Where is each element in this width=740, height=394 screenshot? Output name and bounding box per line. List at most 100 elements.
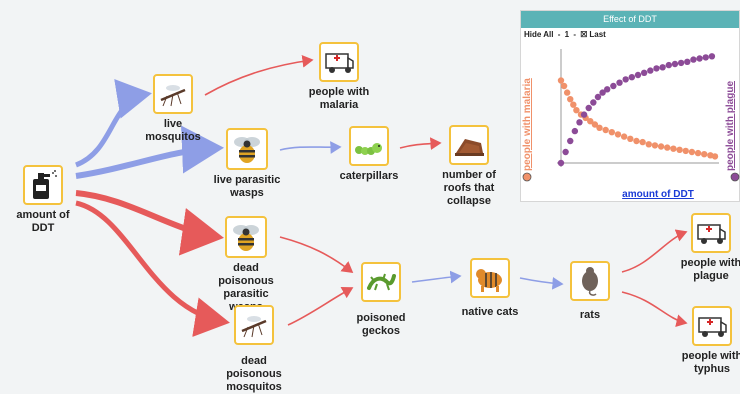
- node-dead-poisonous-mosquitos[interactable]: dead poisonous mosquitos: [222, 305, 286, 394]
- wasp-icon: [225, 216, 267, 258]
- data-point-malaria: [620, 133, 628, 140]
- arrow-wasps-to-caterpillars[interactable]: [279, 141, 342, 154]
- caterpillar-icon: [349, 126, 389, 166]
- node-poisoned-geckos[interactable]: poisoned geckos: [350, 262, 412, 338]
- data-point-malaria: [645, 141, 652, 148]
- ddt-spray-icon: [23, 165, 63, 205]
- data-point-malaria: [560, 82, 568, 90]
- y-axis-label-right[interactable]: people with plague: [725, 81, 736, 171]
- x-axis-label[interactable]: amount of DDT: [622, 189, 694, 200]
- data-point-malaria: [587, 118, 594, 125]
- gecko-icon: [361, 262, 401, 302]
- data-point-plague: [671, 60, 679, 68]
- node-people-with-malaria[interactable]: people with malaria: [303, 42, 375, 112]
- data-point-malaria: [570, 101, 577, 108]
- data-point-plague: [590, 99, 597, 106]
- node-native-cats[interactable]: native cats: [458, 258, 522, 319]
- data-point-malaria: [694, 149, 702, 157]
- node-people-with-plague[interactable]: people with plague: [676, 213, 740, 283]
- data-point-malaria: [651, 142, 659, 149]
- data-point-plague: [665, 61, 672, 69]
- hide-all-button[interactable]: Hide All: [524, 30, 554, 39]
- mosquito-icon: [153, 74, 193, 114]
- arrow-ddt-to-live-wasps[interactable]: [75, 125, 224, 179]
- node-label: people with plague: [680, 257, 740, 282]
- tiger-cat-icon: [470, 258, 510, 298]
- arrow-ddt-to-dead-wasps[interactable]: [75, 190, 224, 256]
- data-point-plague: [562, 148, 569, 156]
- arrows-layer: [74, 54, 688, 337]
- arrow-mosquitos-to-malaria[interactable]: [204, 54, 314, 96]
- collapsed-roof-icon: [449, 125, 489, 165]
- arrow-geckos-to-cats[interactable]: [411, 270, 462, 284]
- node-people-with-typhus[interactable]: people with typhus: [680, 306, 740, 376]
- data-point-plague: [640, 69, 648, 76]
- data-point-plague: [580, 111, 588, 118]
- data-point-malaria: [557, 77, 565, 84]
- data-point-malaria: [602, 126, 609, 134]
- data-point-malaria: [614, 131, 622, 138]
- node-dead-poisonous-parasitic-wasps[interactable]: dead poisonous parasitic wasps: [214, 216, 278, 314]
- legend-dot-malaria[interactable]: [522, 172, 532, 182]
- node-label: amount of DDT: [16, 209, 70, 234]
- mosquito-icon: [234, 305, 274, 345]
- data-point-malaria: [688, 148, 696, 156]
- node-live-parasitic-wasps[interactable]: live parasitic wasps: [212, 128, 282, 200]
- arrow-cats-to-rats[interactable]: [519, 276, 564, 290]
- data-point-malaria: [657, 143, 665, 150]
- data-point-malaria: [567, 96, 574, 103]
- effect-chart-panel: Effect of DDT Hide All - 1 - ☒Last amoun…: [520, 10, 740, 202]
- node-label: live mosquitos: [145, 118, 201, 143]
- last-checkbox[interactable]: ☒: [580, 30, 588, 39]
- node-amount-of-ddt[interactable]: amount of DDT: [8, 165, 78, 235]
- ambulance-icon: [692, 306, 732, 346]
- arrow-dead-mosquitos-to-geckos[interactable]: [287, 286, 354, 326]
- data-point-malaria: [670, 145, 677, 152]
- arrow-ddt-to-live-mosquitos[interactable]: [74, 79, 152, 168]
- data-point-plague: [702, 54, 709, 61]
- separator: -: [557, 30, 561, 39]
- data-point-malaria: [596, 124, 603, 131]
- data-point-plague: [634, 71, 642, 79]
- node-caterpillars[interactable]: caterpillars: [336, 126, 402, 183]
- data-point-plague: [585, 104, 592, 112]
- data-point-plague: [557, 159, 565, 167]
- node-live-mosquitos[interactable]: live mosquitos: [142, 74, 204, 144]
- node-label: number of roofs that collapse: [442, 169, 496, 207]
- y-axis-label-left[interactable]: people with malaria: [522, 78, 533, 171]
- data-point-plague: [708, 53, 716, 60]
- data-point-plague: [628, 74, 636, 81]
- data-point-malaria: [591, 121, 599, 128]
- arrow-rats-to-typhus[interactable]: [621, 291, 688, 327]
- data-point-plague: [571, 127, 579, 135]
- arrow-dead-wasps-to-geckos[interactable]: [279, 236, 354, 273]
- data-point-malaria: [711, 153, 719, 160]
- data-point-plague: [690, 56, 697, 63]
- arrow-rats-to-plague[interactable]: [621, 229, 688, 273]
- page-one-button[interactable]: 1: [564, 30, 570, 39]
- ambulance-icon: [691, 213, 731, 253]
- data-point-malaria: [573, 107, 580, 114]
- wasp-icon: [226, 128, 268, 170]
- data-point-plague: [567, 137, 574, 145]
- rat-icon: [570, 261, 610, 301]
- data-point-malaria: [633, 137, 640, 145]
- data-point-plague: [647, 67, 654, 74]
- diagram-canvas: amount of DDT live mosquitos peopl: [8, 10, 740, 393]
- data-point-plague: [599, 89, 606, 96]
- arrow-caterpillars-to-roofs[interactable]: [399, 137, 442, 151]
- node-label: dead poisonous mosquitos: [226, 355, 282, 393]
- node-label: live parasitic wasps: [213, 174, 281, 199]
- data-point-plague: [653, 65, 660, 72]
- data-point-plague: [616, 79, 623, 86]
- node-roofs-collapse[interactable]: number of roofs that collapse: [436, 125, 502, 208]
- data-point-plague: [622, 76, 629, 83]
- node-rats[interactable]: rats: [560, 261, 620, 322]
- legend-dot-plague[interactable]: [730, 172, 740, 182]
- data-point-plague: [594, 93, 602, 101]
- data-point-malaria: [682, 147, 689, 155]
- effect-chart: amount of DDT people with malaria people w…: [522, 49, 740, 200]
- node-label: rats: [579, 309, 601, 321]
- data-point-malaria: [676, 146, 683, 153]
- arrow-ddt-to-dead-mosquitos[interactable]: [75, 200, 230, 337]
